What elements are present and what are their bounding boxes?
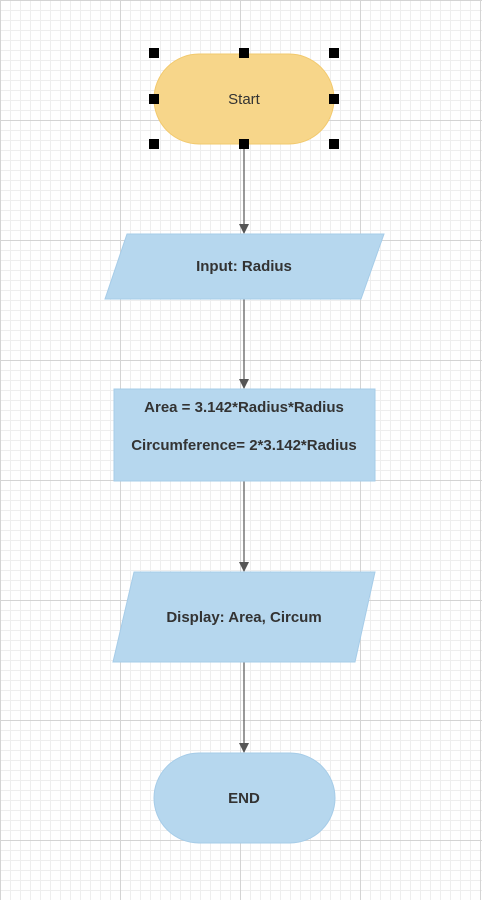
process-node[interactable]: Area = 3.142*Radius*Radius Circumference… [113, 388, 376, 482]
input-parallelogram-shape[interactable] [104, 233, 385, 300]
display-label: Display: Area, Circum [166, 609, 321, 626]
process-circumference-formula: Circumference= 2*3.142*Radius [131, 437, 357, 454]
display-parallelogram-shape[interactable] [112, 571, 376, 663]
resize-handle-bottom-left[interactable] [149, 139, 159, 149]
end-terminator-shape[interactable] [153, 752, 336, 844]
resize-handle-top[interactable] [239, 48, 249, 58]
input-label: Input: Radius [196, 258, 292, 275]
resize-handle-right[interactable] [329, 94, 339, 104]
process-rectangle-shape[interactable] [113, 388, 376, 482]
display-node[interactable]: Display: Area, Circum [112, 571, 376, 663]
start-node[interactable]: Start [153, 53, 335, 145]
resize-handle-bottom[interactable] [239, 139, 249, 149]
selection-handles [149, 48, 339, 149]
end-label: END [228, 790, 260, 807]
resize-handle-bottom-right[interactable] [329, 139, 339, 149]
start-label: Start [228, 91, 261, 108]
resize-handle-left[interactable] [149, 94, 159, 104]
resize-handle-top-left[interactable] [149, 48, 159, 58]
process-area-formula: Area = 3.142*Radius*Radius [144, 399, 344, 416]
end-node[interactable]: END [153, 752, 336, 844]
resize-handle-top-right[interactable] [329, 48, 339, 58]
input-node[interactable]: Input: Radius [104, 233, 385, 300]
